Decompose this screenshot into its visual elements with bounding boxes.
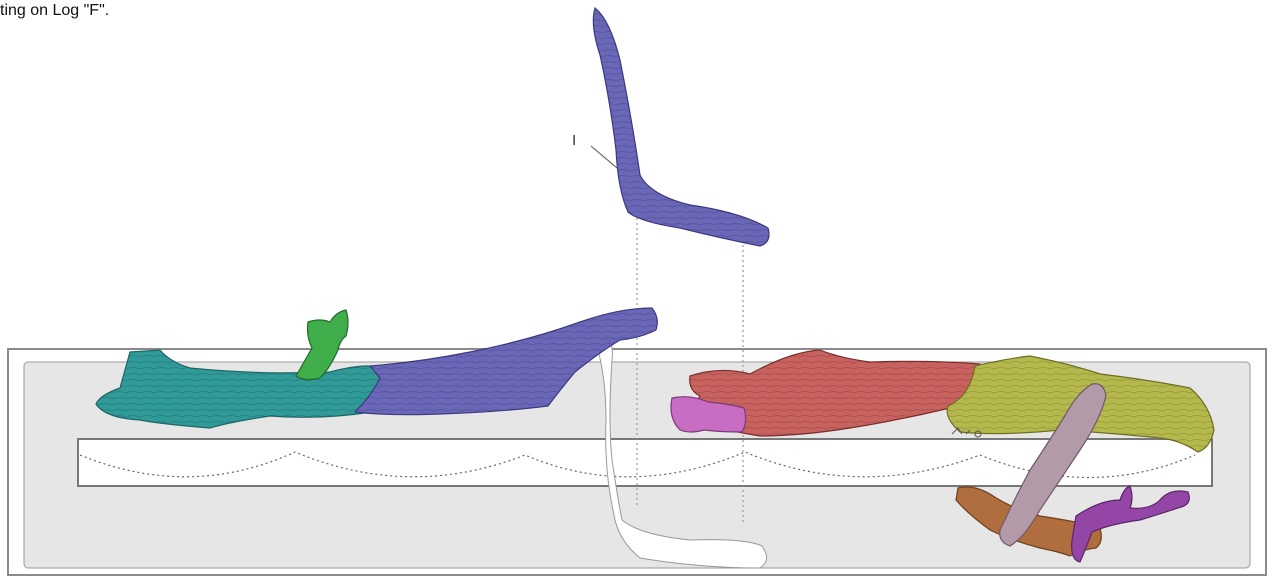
callout-leader-line xyxy=(591,146,617,168)
indigo-bone-detached xyxy=(593,8,769,246)
